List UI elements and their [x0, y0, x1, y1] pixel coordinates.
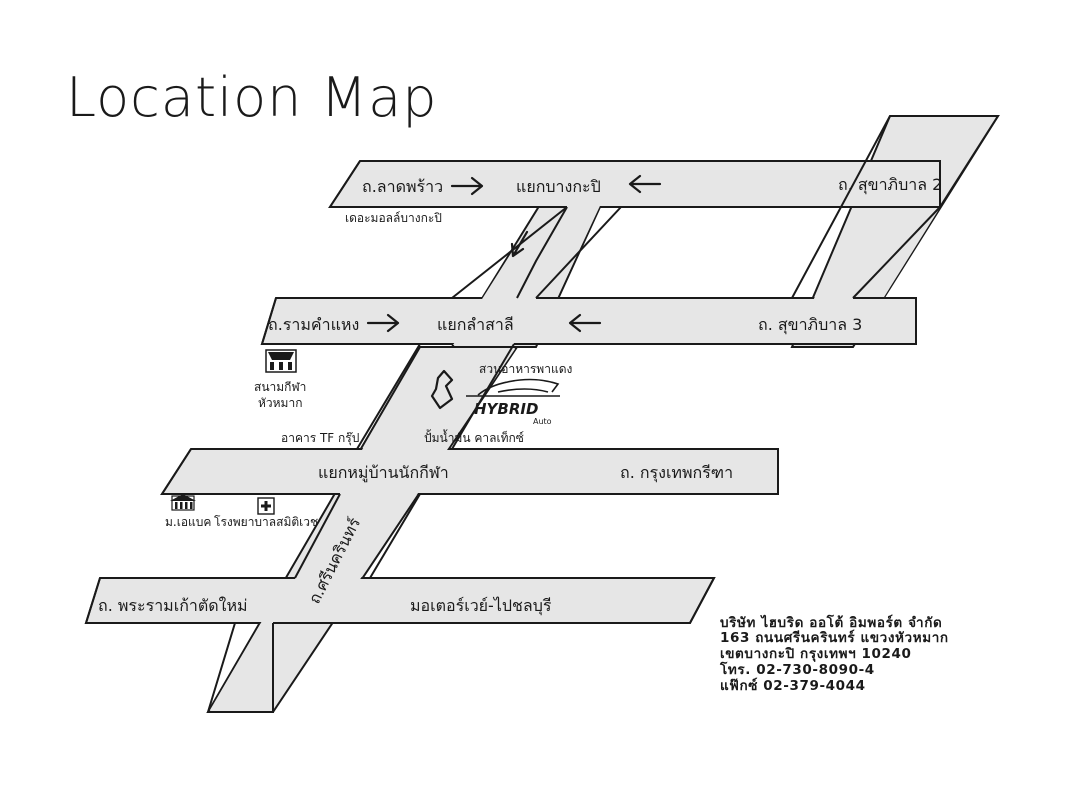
hospital-icon [257, 497, 275, 515]
arrow-left-icon [568, 313, 602, 333]
arrow-down-outline-icon [430, 369, 454, 410]
road-edges [84, 115, 1000, 713]
address-fax: แฟ๊กซ์ 02-379-4044 [720, 677, 866, 694]
address-phone: โทร. 02-730-8090-4 [719, 660, 875, 678]
arrow-left-icon [628, 174, 662, 194]
poi-label-tf-building: อาคาร TF กรุ๊ป [281, 431, 359, 446]
logo-name: HYBRID [474, 400, 538, 418]
company-address: บริษัท ไฮบริด ออโต้ อิมพอร์ต จำกัด 163 ถ… [719, 613, 949, 694]
junction-label-lam-sali: แยกลำสาลี [437, 315, 514, 334]
intersection-fills [89, 118, 996, 710]
arrow-right-icon [450, 176, 484, 196]
direction-arrows [366, 174, 662, 410]
arrow-down-icon [510, 230, 529, 258]
junction-label-athlete-village: แยกหมู่บ้านนักกีฬา [318, 463, 449, 483]
university-icon [170, 494, 196, 511]
poi-label-caltex: ปั้มน้ำมัน คาลเท็กซ์ [424, 429, 524, 445]
address-district: เขตบางกะปิ กรุงเทพฯ 10240 [720, 646, 912, 662]
hybrid-auto-logo: HYBRID Auto [466, 378, 560, 426]
road-label-rama9: ถ. พระรามเก้าตัดใหม่ [98, 596, 248, 615]
road-label-sukhaphiban-2: ถ. สุขาภิบาล 2 [838, 175, 942, 195]
stadium-icon [265, 349, 297, 373]
poi-label-samitivej: โรงพยาบาลสมิติเวช [214, 515, 318, 529]
poi-label-stadium-area: หัวหมาก [258, 396, 302, 410]
address-company: บริษัท ไฮบริด ออโต้ อิมพอร์ต จำกัด [720, 613, 942, 631]
logo-sub: Auto [533, 417, 552, 426]
poi-label-the-mall: เดอะมอลล์บางกะปิ [345, 211, 442, 225]
arrow-right-icon [366, 313, 400, 333]
page-title: Location Map [66, 66, 438, 129]
road-label-lat-phrao: ถ.ลาดพร้าว [362, 177, 443, 196]
poi-label-abac: ม.เอแบค [165, 515, 211, 529]
road-label-ramkhamhaeng: ถ.รามคำแหง [268, 315, 359, 334]
road-label-krungthep-kreetha: ถ. กรุงเทพกรีฑา [620, 463, 733, 483]
road-label-motorway: มอเตอร์เวย์-ไปชลบุรี [410, 596, 552, 616]
road-label-sukhaphiban-3: ถ. สุขาภิบาล 3 [758, 315, 862, 335]
poi-label-food-park: สวนอาหารพาแดง [479, 362, 572, 376]
address-street: 163 ถนนศรีนครินทร์ แขวงหัวหมาก [720, 629, 949, 646]
junction-label-bang-kapi: แยกบางกะปิ [516, 177, 601, 196]
poi-label-stadium: สนามกีฬา [254, 380, 306, 394]
